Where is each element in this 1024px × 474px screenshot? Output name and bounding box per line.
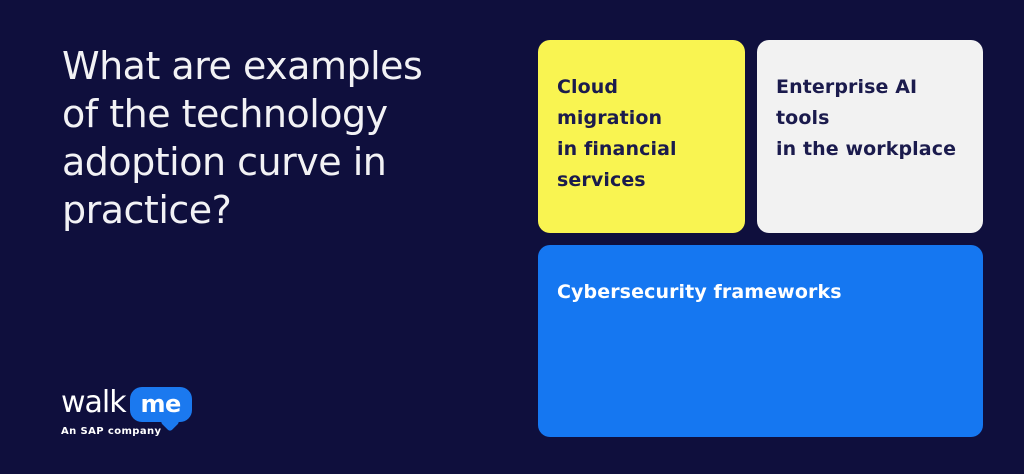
card-cloud-migration-label: Cloud migration in financial services (557, 76, 677, 191)
walkme-wordmark-me: me (140, 389, 181, 418)
walkme-speech-bubble-icon: me (129, 387, 192, 432)
card-enterprise-ai-label: Enterprise AI tools in the workplace (776, 76, 957, 160)
card-cybersecurity-label: Cybersecurity frameworks (557, 281, 842, 303)
walkme-logo: walk me An SAP company (61, 386, 192, 437)
walkme-wordmark: walk me (61, 385, 192, 432)
card-cloud-migration: Cloud migration in financial services (538, 40, 745, 233)
card-cybersecurity: Cybersecurity frameworks (538, 245, 983, 437)
walkme-wordmark-walk: walk (61, 385, 127, 420)
question-heading: What are examples of the technology adop… (62, 44, 423, 232)
card-enterprise-ai: Enterprise AI tools in the workplace (757, 40, 983, 233)
sap-company-tagline: An SAP company (61, 426, 162, 437)
